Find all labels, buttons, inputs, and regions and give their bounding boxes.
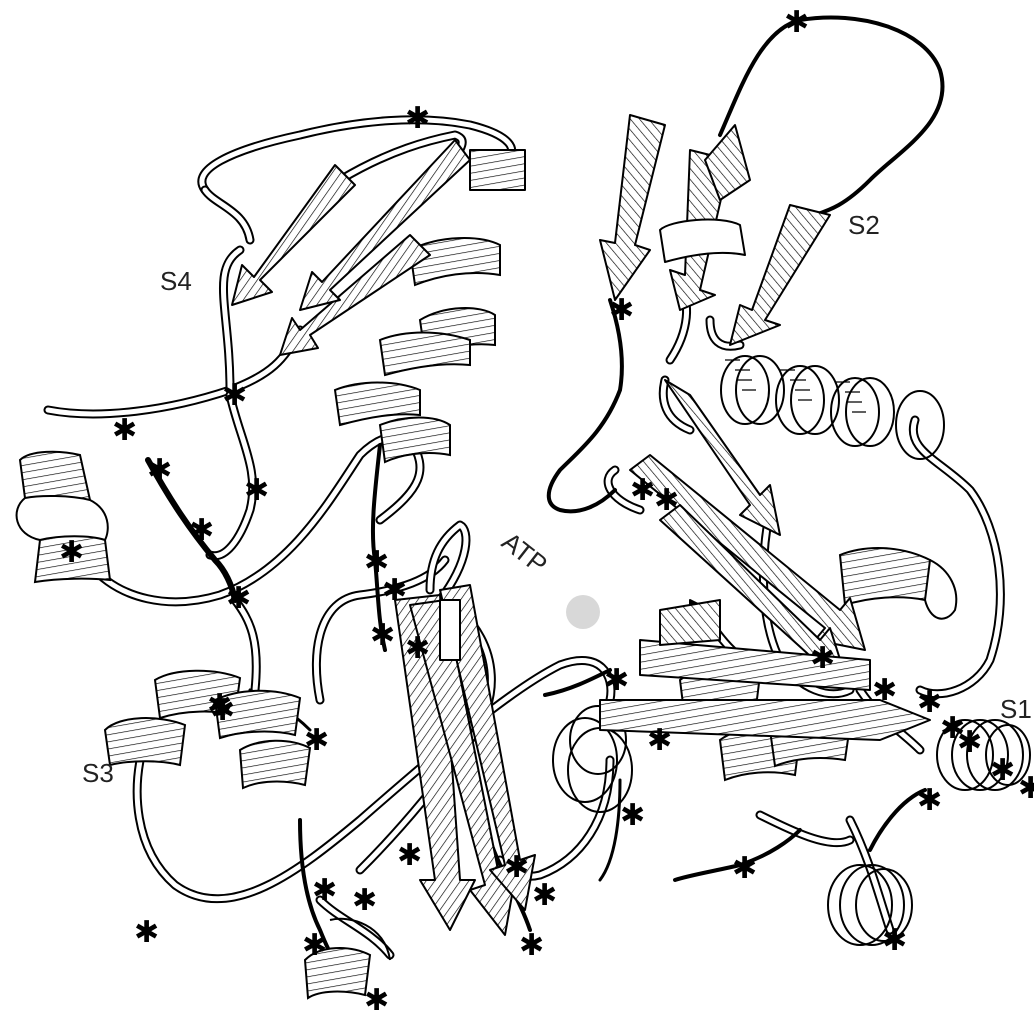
label-atp: ATP: [496, 526, 553, 580]
residue-asterisk: ✱: [654, 483, 679, 518]
residue-asterisk: ✱: [732, 851, 757, 886]
residue-asterisk: ✱: [226, 581, 251, 616]
residue-asterisk: ✱: [647, 723, 672, 758]
residue-asterisk: ✱: [59, 535, 84, 570]
residue-asterisk: ✱: [134, 915, 159, 950]
residue-asterisk: ✱: [620, 798, 645, 833]
residue-asterisk: ✱: [304, 723, 329, 758]
residue-asterisk: ✱: [112, 413, 137, 448]
residue-asterisk: ✱: [990, 753, 1015, 788]
residue-asterisk: ✱: [370, 618, 395, 653]
residue-asterisk: ✱: [917, 685, 942, 720]
residue-asterisk: ✱: [872, 673, 897, 708]
label-s3: S3: [82, 758, 114, 788]
residue-asterisk: ✱: [532, 878, 557, 913]
residue-asterisk: ✱: [352, 883, 377, 918]
residue-asterisk: ✱: [630, 473, 655, 508]
residue-asterisk: ✱: [222, 378, 247, 413]
residue-asterisk: ✱: [519, 928, 544, 963]
residue-asterisk: ✱: [810, 641, 835, 676]
residue-asterisk: ✱: [210, 693, 235, 728]
residue-asterisk: ✱: [147, 453, 172, 488]
residue-asterisk: ✱: [189, 513, 214, 548]
sheet-s2: [600, 115, 830, 345]
residue-asterisk: ✱: [1018, 771, 1034, 806]
label-s1: S1: [1000, 694, 1032, 724]
residue-markers: ✱✱✱✱✱✱✱✱✱✱✱✱✱✱✱✱✱✱✱✱✱✱✱✱✱✱✱✱✱✱✱✱✱✱✱✱✱✱✱✱…: [59, 5, 1034, 1018]
helix-upper-middle: [335, 238, 500, 462]
residue-asterisk: ✱: [882, 923, 907, 958]
residue-asterisk: ✱: [302, 928, 327, 963]
residue-asterisk: ✱: [609, 293, 634, 328]
atp-site-marker: [566, 595, 600, 629]
label-s2: S2: [848, 210, 880, 240]
residue-asterisk: ✱: [244, 473, 269, 508]
residue-asterisk: ✱: [784, 5, 809, 40]
residue-asterisk: ✱: [397, 838, 422, 873]
residue-asterisk: ✱: [364, 983, 389, 1018]
residue-asterisk: ✱: [917, 783, 942, 818]
residue-asterisk: ✱: [604, 663, 629, 698]
residue-asterisk: ✱: [382, 573, 407, 608]
helix-right-top: [721, 356, 944, 459]
residue-asterisk: ✱: [405, 631, 430, 666]
residue-asterisk: ✱: [504, 850, 529, 885]
residue-asterisk: ✱: [957, 725, 982, 760]
label-s4: S4: [160, 266, 192, 296]
residue-asterisk: ✱: [312, 873, 337, 908]
beta-sheets: [232, 115, 930, 935]
residue-asterisk: ✱: [405, 101, 430, 136]
